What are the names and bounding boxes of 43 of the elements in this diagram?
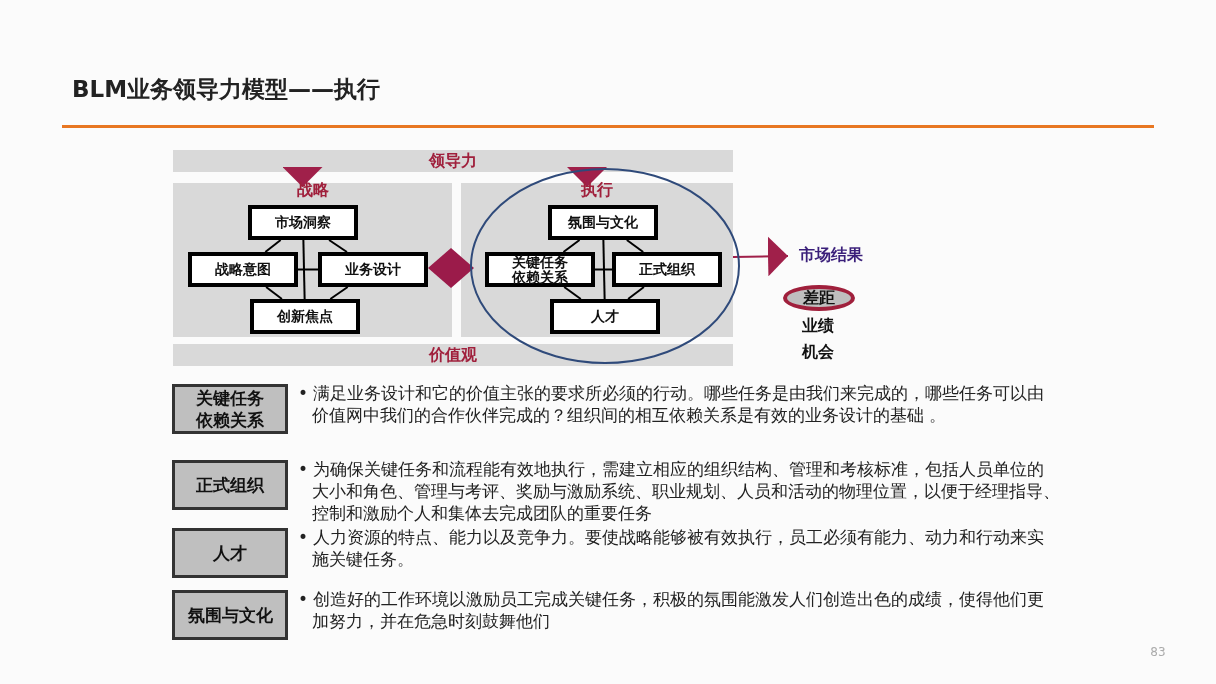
model-box: 市场洞察 (248, 205, 358, 240)
bullet-text: • 人力资源的特点、能力以及竞争力。要使战略能够被有效执行，员工必须有能力、动力和行动来实施关键任务。 (298, 526, 1046, 570)
panel-heading: 执行 (579, 180, 614, 201)
arrow (732, 236, 789, 277)
term-box: 正式组织 (172, 460, 288, 510)
model-box: 创新焦点 (250, 299, 360, 334)
term-box: 关键任务依赖关系 (172, 384, 288, 434)
connector-line (563, 286, 582, 300)
connector-line (594, 268, 613, 271)
connector-line (328, 239, 348, 253)
bullet-text: • 为确保关键任务和流程能有效地执行，需建立相应的组织结构、管理和考核标准，包括人员单位的大小和角色、管理与考评、奖励与激励系统、职业规划、人员和活动的物理位置，以便于经理指导、控制和激励个人和集体去完成团队的重要任务 (298, 458, 1060, 524)
gap-oval: 差距 (783, 285, 855, 311)
arrow (567, 167, 607, 188)
model-box: 人才 (550, 299, 660, 334)
connector-line (302, 239, 306, 300)
bullet-text: • 满足业务设计和它的价值主张的要求所必须的行动。哪些任务是由我们来完成的，哪些任务可以由价值网中我们的合作伙伴完成的？组织间的相互依赖关系是有效的业务设计的基础 。 (298, 382, 1046, 426)
model-box: 关键任务依赖关系 (485, 252, 595, 287)
connector-line (297, 268, 319, 271)
bullet-text: • 创造好的工作环境以激励员工完成关键任务，积极的氛围能激发人们创造出色的成绩，使得他们更加努力，并在危急时刻鼓舞他们 (298, 588, 1046, 632)
page-number: 83 (1149, 645, 1167, 659)
result-text: 业绩 (801, 316, 835, 337)
model-box: 战略意图 (188, 252, 298, 287)
connector-line (602, 239, 606, 300)
model-box: 业务设计 (318, 252, 428, 287)
connector-line (264, 239, 282, 253)
model-box: 氛围与文化 (548, 205, 658, 240)
slide-title: BLM业务领导力模型——执行 (72, 75, 381, 104)
model-box: 正式组织 (612, 252, 722, 287)
connector-line (329, 286, 349, 300)
result-text: 机会 (801, 342, 835, 363)
connector-line (265, 286, 283, 300)
band: 领导力 (173, 150, 733, 172)
term-box: 人才 (172, 528, 288, 578)
term-box: 氛围与文化 (172, 590, 288, 640)
panel (173, 183, 452, 337)
result-heading: 市场结果 (788, 242, 874, 268)
connector-line (625, 239, 645, 253)
panel (461, 183, 733, 337)
band: 价值观 (173, 344, 733, 366)
panel-heading: 战略 (295, 180, 330, 201)
arrow (282, 167, 323, 188)
connector-line (627, 286, 645, 300)
connector-line (562, 239, 581, 253)
